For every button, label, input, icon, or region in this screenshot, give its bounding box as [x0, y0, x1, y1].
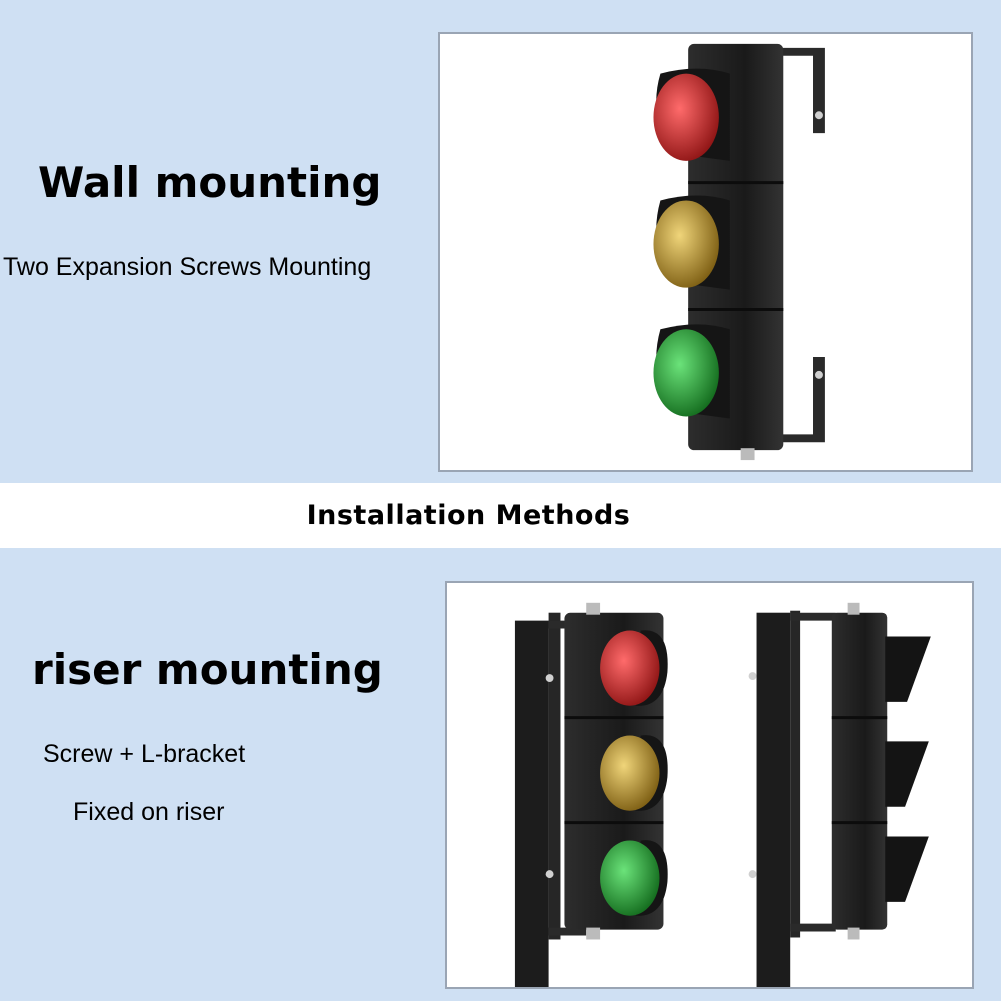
wall-mounting-heading: Wall mounting [38, 158, 382, 207]
riser-mounting-caption-line-2: Fixed on riser [73, 798, 225, 826]
wall-mounting-caption: Two Expansion Screws Mounting [3, 253, 372, 281]
wall-mounting-photo [438, 32, 973, 472]
wall-mounted-traffic-light-icon [653, 43, 825, 461]
riser-mounting-caption-line-1: Screw + L-bracket [43, 740, 246, 768]
riser-mounting-photo [445, 581, 974, 989]
pole-mounted-traffic-light-icon [514, 602, 931, 987]
riser-mounting-heading: riser mounting [32, 645, 383, 694]
section-title: Installation Methods [306, 500, 631, 531]
section-title-band: Installation Methods [0, 483, 1001, 548]
